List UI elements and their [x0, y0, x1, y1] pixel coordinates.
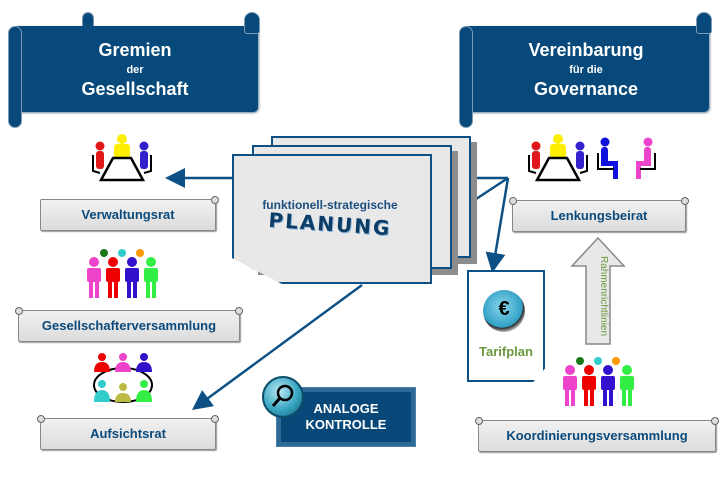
- left-banner-subtitle: Gesellschaft: [81, 79, 189, 99]
- kontrolle-line1: ANALOGE: [313, 401, 379, 416]
- label-gesellschafterversammlung: Gesellschafterversammlung: [15, 307, 243, 342]
- right-banner-subtitle: Governance: [533, 79, 639, 99]
- arrow-to-lenkungsbeirat: [469, 176, 509, 205]
- label-lenkungsbeirat: Lenkungsbeirat: [509, 197, 689, 232]
- tarifplan-label: Tarifplan: [479, 344, 533, 359]
- planning-subtitle: funktionell-strategische: [262, 198, 398, 212]
- left-banner-connector: der: [126, 64, 144, 76]
- group-people-icon: [87, 249, 158, 298]
- tarifplan-document: € Tarifplan: [467, 270, 545, 382]
- arrow-to-tarifplan: [485, 177, 510, 273]
- lenkungsbeirat-text: Lenkungsbeirat: [550, 208, 648, 223]
- left-banner-title: Gremien: [98, 40, 172, 60]
- right-banner-title: Vereinbarung: [528, 40, 644, 60]
- rahmenrichtlinien-label: Rahmenrichtlinien: [598, 256, 609, 337]
- label-aufsichtsrat: Aufsichtsrat: [37, 415, 219, 450]
- meeting-table-seated-icon: [528, 134, 656, 182]
- verwaltungsrat-text: Verwaltungsrat: [81, 207, 175, 222]
- right-banner-connector: für die: [569, 64, 603, 76]
- label-koordinierungsversammlung: Koordinierungsversammlung: [475, 417, 719, 452]
- up-arrow-rahmenrichtlinien: [570, 236, 626, 345]
- magnifier-icon: [262, 376, 304, 418]
- koordinierungsversammlung-text: Koordinierungsversammlung: [506, 428, 688, 443]
- gesellschafterversammlung-text: Gesellschafterversammlung: [41, 318, 217, 333]
- meeting-table-icon: [92, 134, 152, 182]
- group-people-icon-right: [563, 357, 634, 406]
- kontrolle-line2: KONTROLLE: [305, 417, 387, 432]
- euro-coin-icon: €: [483, 290, 525, 332]
- label-verwaltungsrat: Verwaltungsrat: [40, 196, 219, 231]
- arrow-to-aufsichtsrat: [191, 283, 363, 410]
- aufsichtsrat-text: Aufsichtsrat: [90, 426, 166, 441]
- board-circle-icon: [93, 353, 153, 403]
